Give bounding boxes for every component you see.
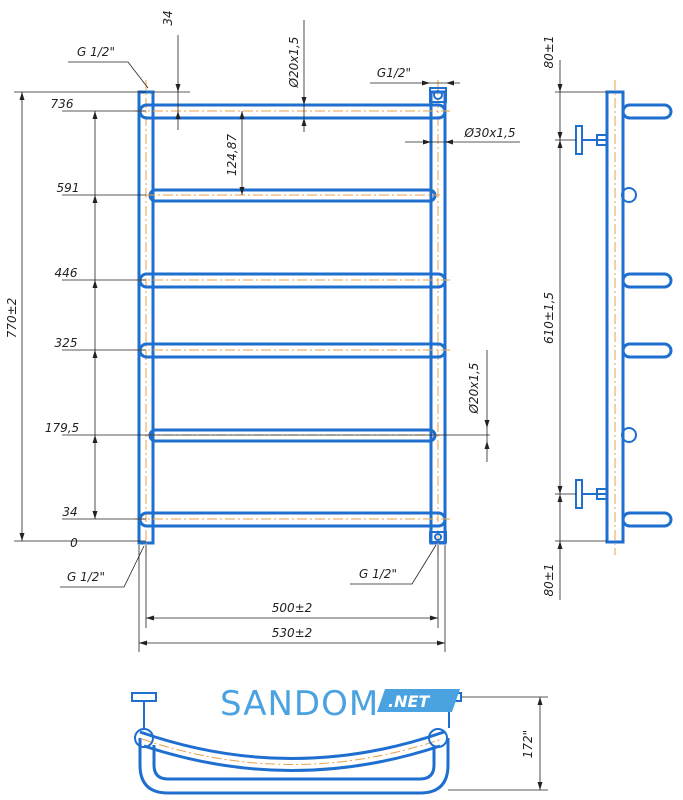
watermark-suffix: .NET — [388, 692, 430, 711]
top-right-fitting — [429, 87, 447, 103]
side-view: 80±1 610±1,5 80±1 — [542, 36, 673, 600]
level-591: 591 — [57, 181, 80, 195]
watermark-brand: SANDOM — [220, 684, 379, 724]
level-325: 325 — [55, 336, 78, 350]
level-34: 34 — [62, 505, 77, 519]
wall-mount-top — [575, 125, 608, 155]
riser-diameter: Ø30x1,5 — [464, 126, 516, 140]
thread-bottom-right: G 1/2" — [359, 567, 397, 581]
wall-mount-bottom — [575, 479, 608, 509]
top-offset-dim: 34 — [161, 10, 175, 25]
level-0: 0 — [70, 536, 78, 550]
depth-dim: 172" — [521, 730, 535, 758]
bar-diameter-top: Ø20x1,5 — [287, 37, 301, 89]
total-height-dim: 770±2 — [5, 298, 19, 339]
rungs — [135, 103, 450, 528]
thread-top-left: G 1/2" — [77, 45, 115, 59]
level-179: 179,5 — [45, 421, 79, 435]
watermark-logo: SANDOM .NET — [220, 684, 460, 724]
level-446: 446 — [55, 266, 78, 280]
side-top-offset: 80±1 — [542, 36, 556, 69]
thread-bottom-left: G 1/2" — [67, 570, 105, 584]
side-riser — [605, 90, 625, 544]
top-view-loop — [138, 738, 450, 795]
top-view: 172" — [131, 692, 548, 795]
mount-spacing-dim: 610±1,5 — [542, 292, 556, 344]
bottom-right-fitting — [429, 531, 447, 543]
level-736: 736 — [51, 97, 74, 111]
thread-top-right: G1/2" — [377, 66, 411, 80]
side-bottom-offset: 80±1 — [542, 564, 556, 597]
bar-diameter-side: Ø20x1,5 — [467, 363, 481, 415]
outer-width-dim: 530±2 — [272, 626, 313, 640]
inner-width-dim: 500±2 — [272, 601, 313, 615]
pitch-dim: 124,87 — [225, 134, 239, 176]
front-view: 736 591 446 325 179,5 34 0 770±2 34 124,… — [5, 10, 520, 652]
